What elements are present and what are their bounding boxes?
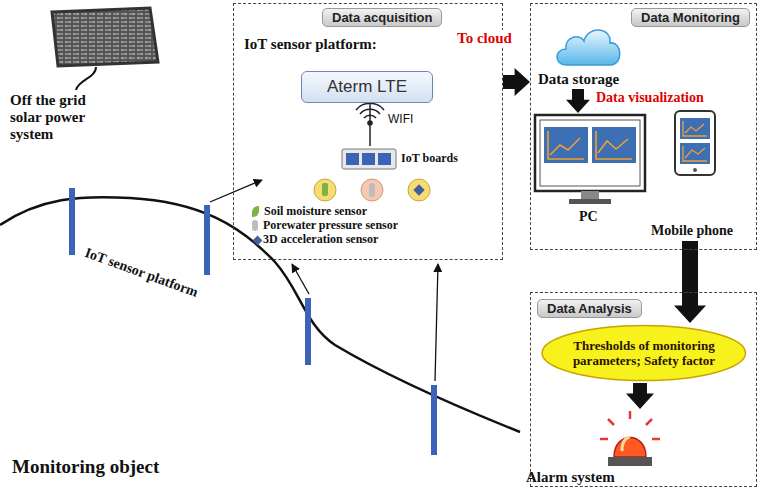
cloud-icon bbox=[552, 19, 624, 69]
legend-swatch bbox=[252, 220, 258, 231]
threshold-ellipse: Thresholds of monitoring parameters; Saf… bbox=[540, 323, 748, 383]
legend-row: Porewater pressure sensor bbox=[252, 218, 398, 232]
sensor-posts bbox=[69, 188, 437, 455]
free-label: IoT sensor platform bbox=[83, 245, 201, 301]
connector bbox=[626, 383, 654, 409]
alarm-node: Alarm system bbox=[526, 409, 686, 489]
pc-label: PC bbox=[579, 209, 598, 225]
edge-label: To cloud bbox=[455, 30, 514, 47]
edge-label: Data visualization bbox=[596, 90, 704, 106]
board-node: IoT boards bbox=[341, 146, 471, 172]
dashed-panel: Data AnalysisThresholds of monitoring pa… bbox=[530, 292, 757, 487]
legend-row: 3D acceleration sensor bbox=[252, 232, 398, 246]
panel-heading: Data Analysis bbox=[537, 299, 642, 318]
connector bbox=[370, 103, 371, 146]
board-label: IoT boards bbox=[401, 151, 458, 166]
box-label: Aterm LTE bbox=[327, 77, 407, 97]
slope-surface bbox=[0, 197, 520, 432]
legend-swatch bbox=[253, 235, 263, 245]
legend-text: Porewater pressure sensor bbox=[263, 218, 398, 233]
pc-node: PC bbox=[531, 113, 649, 229]
connector bbox=[503, 68, 530, 96]
phone-icon bbox=[673, 109, 719, 179]
panel-heading: Data Monitoring bbox=[631, 8, 750, 27]
connector bbox=[566, 89, 590, 113]
solar-panel bbox=[52, 8, 158, 66]
ellipse-text: Thresholds of monitoring parameters; Saf… bbox=[568, 338, 720, 368]
process-box: Aterm LTE bbox=[301, 71, 433, 103]
siren-icon bbox=[598, 409, 662, 469]
free-label: Monitoring object bbox=[12, 456, 159, 478]
legend-swatch bbox=[252, 206, 259, 217]
phone-node: Mobile phone bbox=[651, 109, 751, 241]
cloud-label: Data storage bbox=[538, 71, 619, 88]
sensor-icons bbox=[314, 179, 430, 201]
legend-text: 3D acceleration sensor bbox=[263, 232, 378, 247]
alarm-label: Alarm system bbox=[526, 469, 615, 486]
leader-line bbox=[76, 67, 96, 90]
panel-heading: Data acquisition bbox=[322, 8, 442, 27]
cloud-node: Data storage bbox=[538, 19, 638, 89]
pc-icon bbox=[531, 113, 649, 207]
sensor-legend: Soil moisture sensorPorewater pressure s… bbox=[252, 204, 398, 246]
panel-subtitle: IoT sensor platform: bbox=[244, 36, 377, 53]
edge-label: WIFI bbox=[388, 112, 413, 126]
board-icon bbox=[341, 148, 397, 170]
free-label: Off the grid solar power system bbox=[10, 92, 115, 143]
connector bbox=[674, 241, 706, 323]
phone-label: Mobile phone bbox=[651, 223, 733, 239]
post-arrows bbox=[210, 180, 438, 381]
dashed-panel: Data MonitoringData storagePC Mobile phon… bbox=[530, 3, 757, 250]
legend-row: Soil moisture sensor bbox=[252, 204, 398, 218]
legend-text: Soil moisture sensor bbox=[264, 204, 367, 219]
